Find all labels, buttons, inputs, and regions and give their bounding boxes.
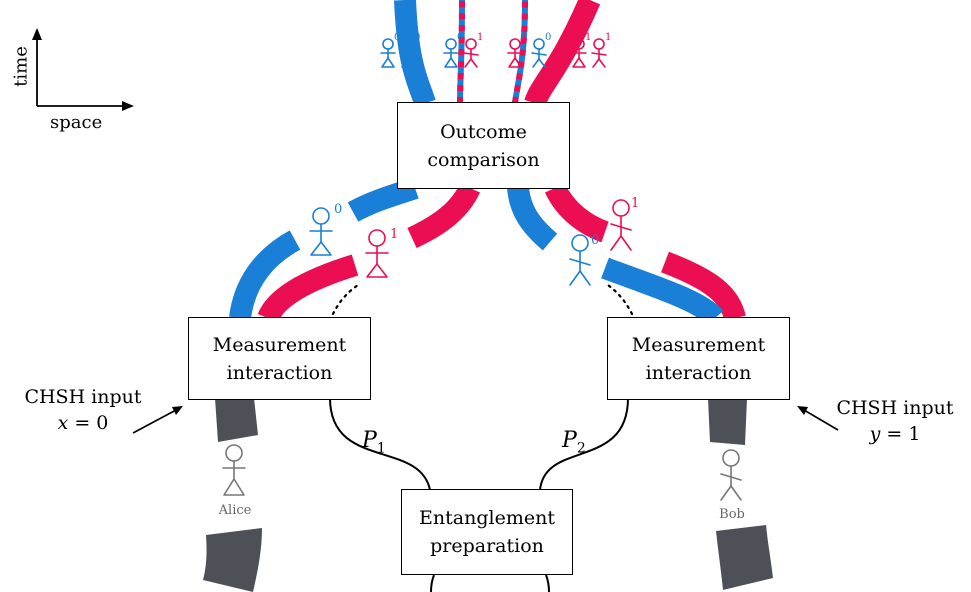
- time-arrowhead: [32, 28, 42, 40]
- mark-top-11-b: 1: [605, 32, 611, 43]
- chsh-input-right: CHSH input y = 1: [820, 395, 970, 447]
- alice-label: Alice: [218, 503, 252, 518]
- figure-bob-1: [610, 199, 632, 251]
- mark-top-00-b: 0: [414, 32, 420, 43]
- chsh-input-left-var: x: [57, 412, 69, 434]
- mark-top-00-a: 0: [394, 32, 400, 43]
- dotted-link-left: [331, 283, 360, 316]
- measurement-right-box: Measurement interaction: [607, 317, 790, 400]
- mixed-branches: [457, 0, 528, 104]
- path-p1-subscript: 1: [376, 440, 386, 457]
- figure-top-10-b: [531, 38, 547, 68]
- bob-worldline-upper: [708, 398, 747, 445]
- right-branch-0-lower: [601, 257, 724, 326]
- outcome-superscripts: 0 1 1 0 0 0 0 1 1 0 1 1: [334, 32, 639, 248]
- entangle-box-line-2: preparation: [430, 535, 544, 557]
- bob-label: Bob: [719, 507, 745, 522]
- mark-top-01-b: 1: [477, 32, 483, 43]
- dotted-links: [331, 283, 634, 316]
- measurement-right-line-2: interaction: [645, 361, 752, 384]
- path-p2-symbol: P: [562, 428, 577, 453]
- top-branch-10-dash: [512, 0, 528, 104]
- chsh-input-left-value: = 0: [74, 412, 109, 434]
- space-arrowhead: [122, 101, 134, 111]
- path-label-p1: P1: [362, 428, 386, 456]
- measurement-left-line-1: Measurement: [212, 333, 347, 356]
- mark-top-11-a: 1: [585, 32, 591, 43]
- figure-bob-0: [569, 234, 591, 286]
- chsh-input-left-title: CHSH input: [24, 386, 142, 408]
- figure-top-01-b: [463, 38, 479, 68]
- mark-bob-0: 0: [591, 233, 599, 248]
- entanglement-preparation-box: Entanglement preparation: [401, 489, 573, 575]
- right-branch-0-upper: [507, 186, 558, 251]
- path-label-p2: P2: [562, 428, 586, 456]
- mark-alice-0: 0: [334, 202, 342, 217]
- outcome-box-line-1: Outcome: [440, 120, 527, 143]
- arrowhead-input-right: [797, 406, 808, 415]
- mark-top-10-b: 0: [545, 32, 551, 43]
- quantum-paths: [329, 397, 629, 592]
- path-p2: [539, 397, 629, 491]
- figure-top-00-a: [380, 38, 396, 68]
- chsh-input-left: CHSH input x = 0: [8, 384, 158, 436]
- right-branch-1-lower: [661, 251, 746, 321]
- top-branch-01-dash: [457, 0, 465, 104]
- mark-top-10-a: 1: [521, 32, 527, 43]
- mark-bob-1: 1: [631, 196, 639, 211]
- mark-alice-1: 1: [390, 227, 398, 242]
- right-branch-1-upper: [544, 182, 609, 243]
- axes: [32, 28, 134, 111]
- path-below-left: [430, 574, 435, 592]
- input-arrows: [132, 406, 839, 434]
- arrow-input-right: [803, 409, 839, 431]
- stick-figures: [222, 38, 742, 501]
- figure-alice-1: [365, 229, 389, 278]
- figure-top-01-a: [443, 38, 459, 68]
- top-branch-11: [524, 0, 601, 107]
- time-axis-label: time: [10, 46, 32, 87]
- figure-top-00-b: [400, 38, 416, 68]
- entangle-box-line-1: Entanglement: [419, 507, 555, 529]
- alice-worldline-upper: [215, 398, 258, 442]
- left-branch-0-upper: [347, 177, 419, 222]
- measurement-left-line-2: interaction: [226, 361, 333, 384]
- outcome-box-line-2: comparison: [427, 148, 540, 171]
- gray-worldlines: [203, 398, 773, 592]
- mark-top-01-a: 0: [457, 32, 463, 43]
- dotted-link-right: [606, 283, 634, 316]
- path-p1-symbol: P: [362, 428, 377, 453]
- outcome-branches: [229, 0, 746, 326]
- outcome-comparison-box: Outcome comparison: [397, 102, 570, 189]
- path-below-right: [545, 574, 550, 592]
- chsh-input-right-var: y: [869, 423, 881, 445]
- left-branch-1-lower: [257, 254, 359, 323]
- figure-top-10-a: [507, 38, 523, 68]
- figure-bob: [720, 449, 742, 501]
- figure-top-11-b: [591, 38, 607, 68]
- arrow-input-left: [132, 409, 177, 434]
- bob-worldline-lower: [716, 525, 773, 590]
- path-p2-subscript: 2: [576, 440, 586, 457]
- left-branch-1-upper: [407, 182, 481, 248]
- chsh-input-right-title: CHSH input: [836, 397, 954, 419]
- arrowhead-input-left: [172, 406, 183, 415]
- alice-worldline-lower: [203, 528, 262, 592]
- left-branch-0-lower: [229, 230, 301, 320]
- top-branch-00: [394, 0, 436, 107]
- figure-top-11-a: [571, 38, 587, 68]
- figure-alice-0: [309, 207, 333, 256]
- path-p1: [329, 397, 431, 491]
- chsh-input-right-value: = 1: [886, 423, 921, 445]
- measurement-right-line-1: Measurement: [631, 333, 766, 356]
- space-axis-label: space: [50, 112, 103, 133]
- figure-alice: [222, 444, 246, 496]
- measurement-left-box: Measurement interaction: [188, 317, 371, 400]
